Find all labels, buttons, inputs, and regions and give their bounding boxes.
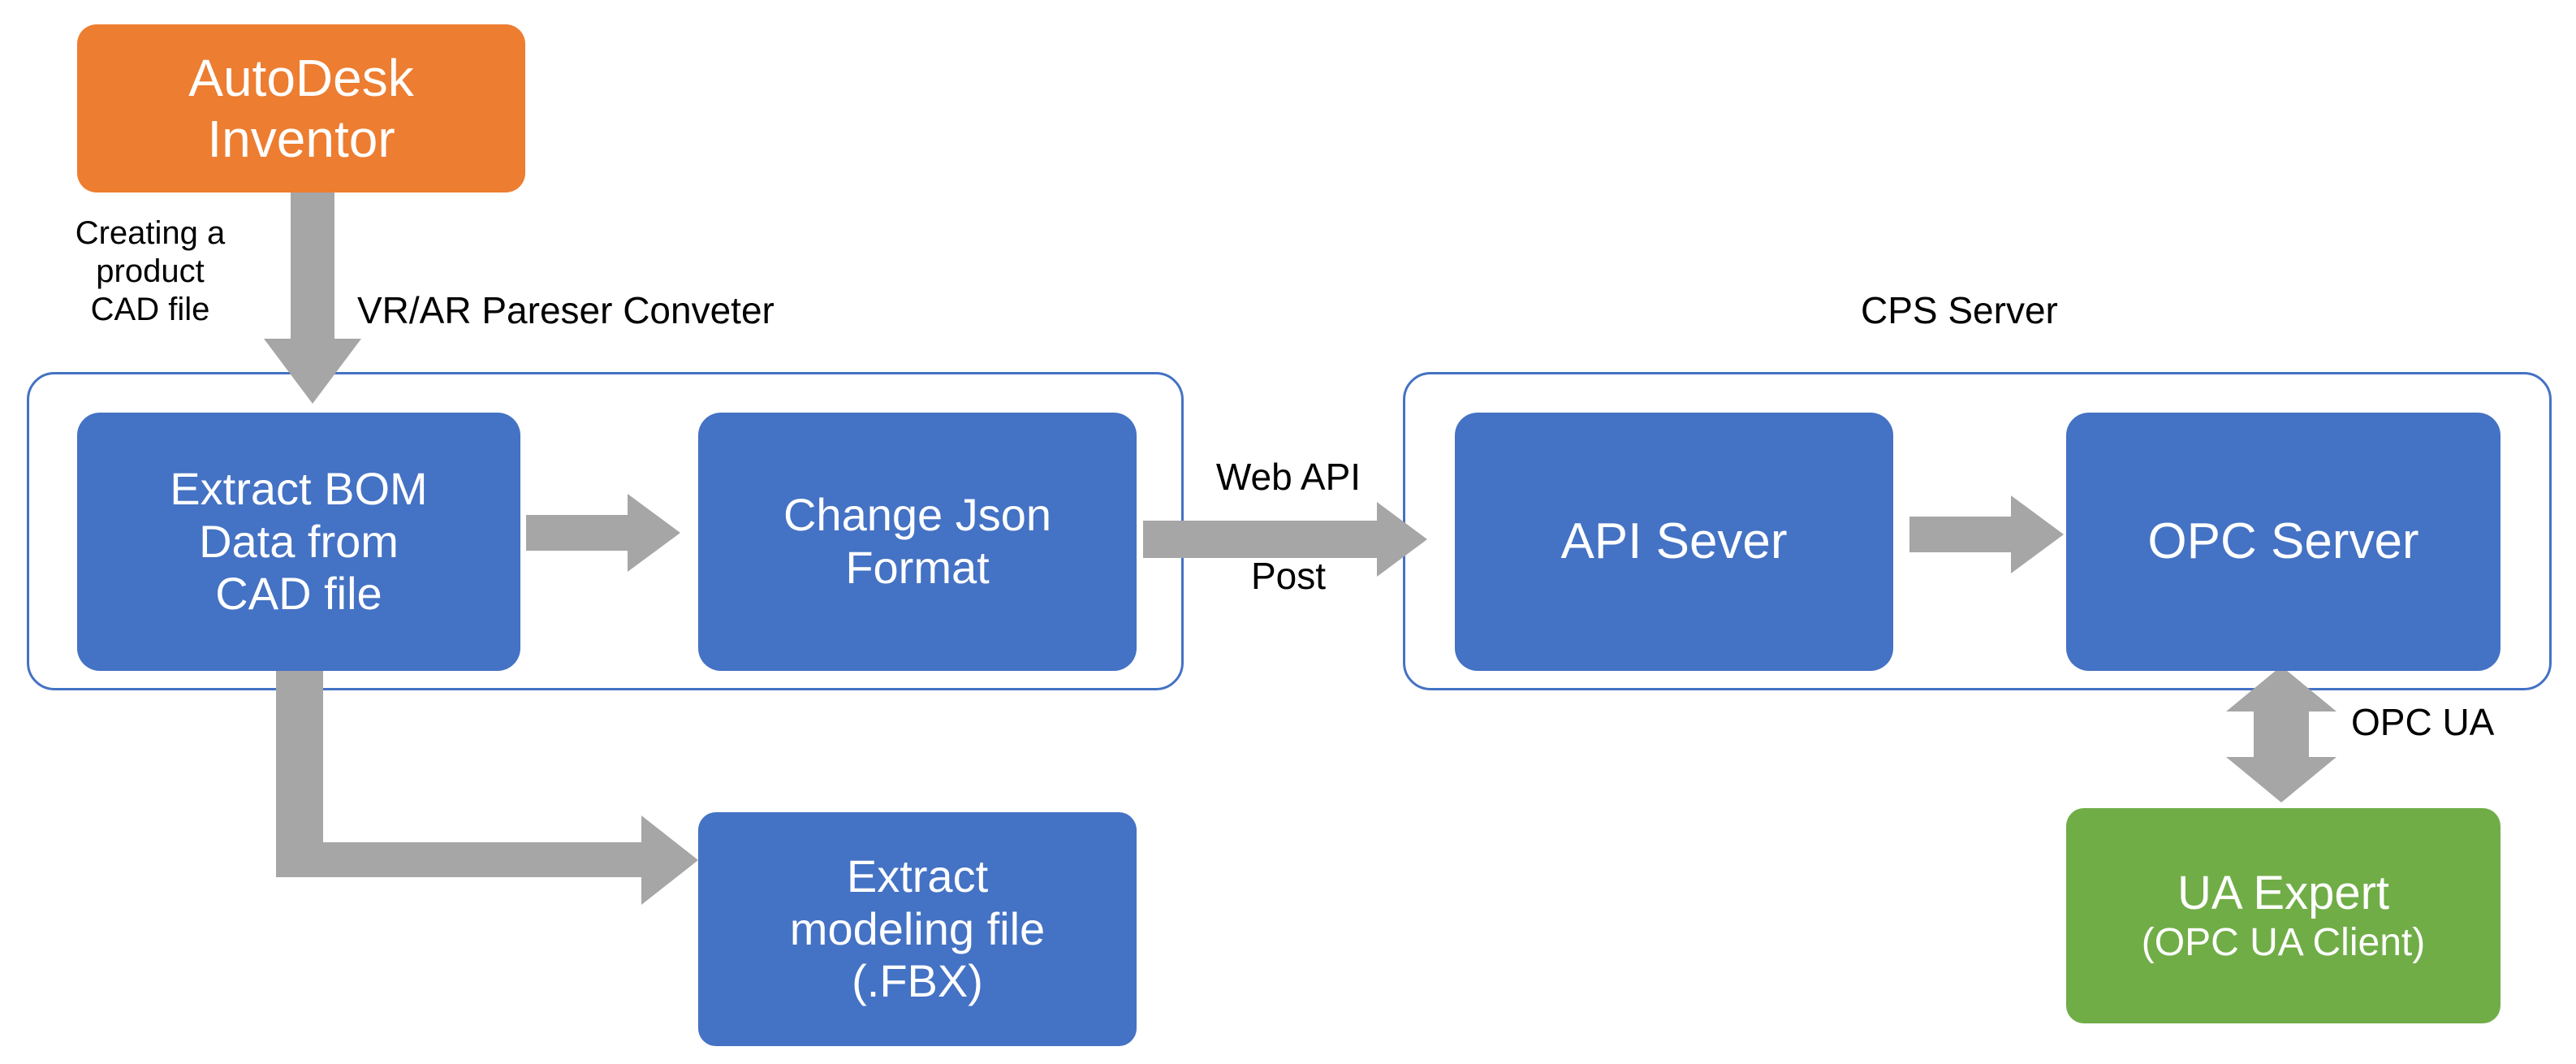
arrow-opc-server-to-ua-expert [2226,666,2337,802]
node-api-server[interactable]: API Sever [1455,413,1893,671]
node-opc-server[interactable]: OPC Server [2066,413,2500,671]
edge-label-web-api: Web API [1215,456,1361,498]
edge-label-opc-ua: OPC UA [2351,701,2495,743]
node-extract-bom-data-line-3: CAD file [215,568,382,620]
edge-label-creating-cad-file: Creating a product CAD file [41,214,260,330]
node-autodesk-inventor-line-1: AutoDesk [188,49,414,108]
node-autodesk-inventor-line-2: Inventor [207,109,395,168]
arrow-change-json-to-api-server [1143,502,1427,577]
node-ua-expert[interactable]: UA Expert (OPC UA Client) [2066,808,2500,1023]
node-extract-bom-data[interactable]: Extract BOM Data from CAD file [77,413,520,671]
node-api-server-label: API Sever [1560,513,1788,570]
node-extract-modeling-file[interactable]: Extract modeling file (.FBX) [698,812,1137,1046]
edge-label-creating-cad-file-line-2: product [96,253,205,290]
edge-label-creating-cad-file-line-1: Creating a [75,215,226,251]
node-change-json-format[interactable]: Change Json Format [698,413,1137,671]
node-autodesk-inventor[interactable]: AutoDesk Inventor [77,24,525,192]
group-label-cps-server: CPS Server [1861,289,2058,331]
arrow-inventor-to-extract-bom [264,172,361,404]
node-extract-bom-data-line-2: Data from [199,515,399,567]
arrow-api-server-to-opc-server [1909,495,2064,573]
node-extract-modeling-file-line-1: Extract [846,850,989,902]
group-label-vr-ar-converter: VR/AR Pareser Conveter [357,289,775,331]
node-ua-expert-line-1: UA Expert [2177,867,2390,920]
node-extract-bom-data-line-1: Extract BOM [170,462,428,514]
node-ua-expert-line-2: (OPC UA Client) [2141,921,2426,965]
edge-label-creating-cad-file-line-3: CAD file [90,292,210,328]
arrow-extract-bom-to-modeling-file [276,668,698,905]
arrow-extract-bom-to-change-json [526,494,680,572]
node-change-json-format-line-1: Change Json [783,489,1051,541]
node-change-json-format-line-2: Format [845,542,990,593]
node-opc-server-label: OPC Server [2147,513,2419,570]
node-extract-modeling-file-line-2: modeling file [789,902,1046,954]
node-extract-modeling-file-line-3: (.FBX) [852,955,983,1007]
edge-label-post: Post [1250,555,1327,597]
